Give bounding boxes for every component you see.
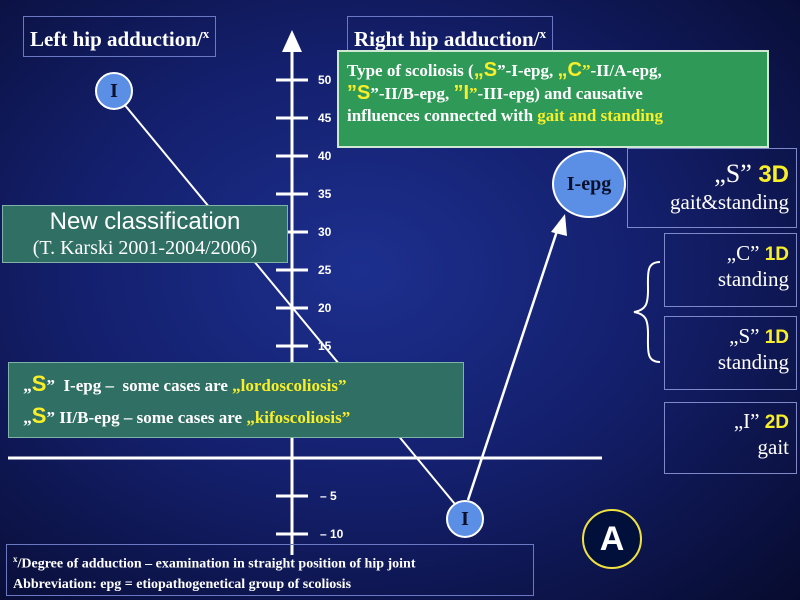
t: II/B-epg – some cases are <box>54 408 247 427</box>
curly-brace-icon <box>633 261 661 363</box>
left-hip-header: Left hip adduction/x <box>23 16 217 57</box>
side-box-c-1d: „C” 1D standing <box>664 233 797 307</box>
panel-label-a: A <box>582 509 642 569</box>
tick-label-25: 25 <box>318 263 332 277</box>
side-box-s-3d-head: „S” 3D <box>635 159 789 190</box>
footnote-line1: x/Degree of adduction – examination in s… <box>13 549 527 575</box>
y-axis-arrowhead <box>282 30 302 52</box>
kifoscoliosis-line: „S” II/B-epg – some cases are „kifoscoli… <box>19 401 453 433</box>
bottom-point-circle: I <box>446 500 484 538</box>
desc-label: gait&standing <box>670 190 789 214</box>
st-text: -III-epg) and causative <box>477 84 643 103</box>
right-adduction-arrow <box>466 221 562 501</box>
tick-label-20: 20 <box>318 301 332 315</box>
scoliosis-types-line1: Type of scoliosis („S”-I-epg, „C”-II/A-e… <box>347 59 759 82</box>
st-text: ”-I-epg, <box>497 61 558 80</box>
st-gait: gait and standing <box>537 106 663 125</box>
classification-author: (T. Karski 2001-2004/2006) <box>32 237 258 259</box>
dimension-label: 1D <box>764 244 789 265</box>
shape-label: „I” <box>733 409 760 433</box>
desc-label: standing <box>717 350 789 374</box>
s: S <box>31 371 47 396</box>
footnote-line2: Abbreviation: epg = etiopathogenetical g… <box>13 576 352 592</box>
left-hip-header-text: Left hip adduction/ <box>30 27 203 51</box>
st-q: ” <box>469 84 478 103</box>
tick-label-50: 50 <box>318 73 332 87</box>
side-box-i-2d: „I” 2D gait <box>664 402 797 474</box>
tick-label-neg10: – 10 <box>320 527 344 541</box>
st-s: „S <box>473 59 498 81</box>
st-s: ”S <box>347 82 371 104</box>
q: ” <box>46 408 55 427</box>
st-text: ”-II/B-epg, <box>370 84 454 103</box>
footnote-sup: x <box>13 554 18 564</box>
tick-label-15: 15 <box>318 339 332 353</box>
tick-label-30: 30 <box>318 225 332 239</box>
new-classification-box: New classification (T. Karski 2001-2004/… <box>2 205 288 263</box>
st-text: -II/A-epg, <box>590 61 662 80</box>
st-text: influences connected with <box>347 106 538 125</box>
scoliosis-types-box: Type of scoliosis („S”-I-epg, „C”-II/A-e… <box>337 50 769 148</box>
q: „ <box>23 408 32 427</box>
classification-title: New classification <box>49 208 241 235</box>
left-top-point-circle: I <box>95 72 133 110</box>
shape-label: „S” <box>714 159 752 188</box>
side-box-i-2d-head: „I” 2D <box>672 409 789 435</box>
right-hip-header-text: Right hip adduction/ <box>354 27 540 51</box>
dimension-label: 1D <box>764 327 789 348</box>
q: ” <box>46 376 55 395</box>
right-hip-header-sup: x <box>539 26 547 41</box>
st-c: „C <box>557 59 582 81</box>
shape-label: „C” <box>726 241 760 265</box>
side-box-s-1d-head: „S” 1D <box>672 324 789 350</box>
lordoscoliosis-line: „S” I-epg – some cases are „lordoscolios… <box>19 369 453 401</box>
scoliosis-types-line2: ”S”-II/B-epg, ”I”-III-epg) and causative <box>347 82 759 105</box>
lordoscoliosis-term: „lordoscoliosis” <box>232 376 347 395</box>
tick-label-neg5: – 5 <box>320 489 337 503</box>
tick-label-40: 40 <box>318 149 332 163</box>
desc-label: gait <box>757 435 790 459</box>
side-box-c-1d-head: „C” 1D <box>672 241 789 267</box>
lordoscoliosis-box: „S” I-epg – some cases are „lordoscolios… <box>8 362 464 438</box>
iepg-point-circle: I-epg <box>552 150 626 218</box>
scoliosis-types-line3: influences connected with gait and stand… <box>347 105 759 127</box>
footnote-text1: /Degree of adduction – examination in st… <box>17 556 416 572</box>
dimension-label: 3D <box>758 161 789 188</box>
q: „ <box>23 376 32 395</box>
shape-label: „S” <box>729 324 760 348</box>
st-q: ” <box>581 61 591 80</box>
desc-label: standing <box>717 267 789 291</box>
t: I-epg – some cases are <box>54 376 233 395</box>
right-hip-header: Right hip adduction/x <box>347 16 554 57</box>
side-box-s-1d: „S” 1D standing <box>664 316 797 390</box>
kifoscoliosis-term: „kifoscoliosis” <box>246 408 351 427</box>
right-adduction-arrowhead <box>551 214 567 236</box>
dimension-label: 2D <box>764 412 789 433</box>
left-adduction-line <box>113 91 465 516</box>
footnote-box: x/Degree of adduction – examination in s… <box>6 544 534 596</box>
tick-label-35: 35 <box>318 187 332 201</box>
st-i: ”I <box>453 82 470 104</box>
st-text: Type of scoliosis ( <box>347 61 474 80</box>
left-hip-header-sup: x <box>202 26 210 41</box>
s: S <box>31 403 47 428</box>
side-box-s-3d: „S” 3D gait&standing <box>627 148 797 228</box>
tick-label-45: 45 <box>318 111 332 125</box>
